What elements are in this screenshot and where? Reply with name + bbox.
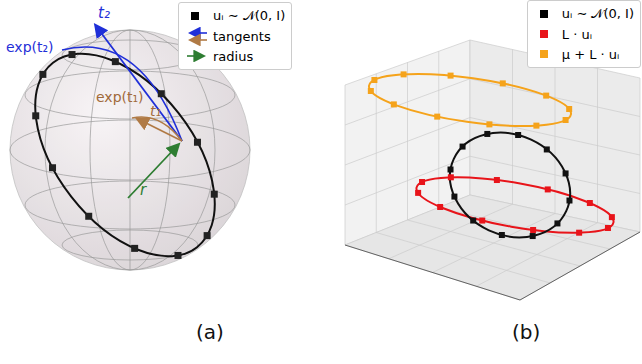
sample-marker xyxy=(576,230,582,236)
sample-marker xyxy=(554,220,560,226)
text-label: r xyxy=(140,183,146,198)
legend-swatch xyxy=(540,50,548,58)
axes-3d xyxy=(345,40,640,300)
legend-sample xyxy=(185,30,207,42)
sample-marker xyxy=(479,218,485,224)
legend-row: uᵢ ∼ 𝒩(0, I) xyxy=(185,6,285,26)
sample-marker xyxy=(211,191,218,198)
legend-swatch xyxy=(540,10,548,18)
sample-marker xyxy=(158,90,165,97)
sample-marker xyxy=(194,139,201,146)
ellipse-black xyxy=(433,113,588,256)
text-label: (a) xyxy=(196,322,224,342)
sample-marker xyxy=(500,80,506,86)
sample-marker xyxy=(69,51,76,58)
sample-marker xyxy=(112,58,119,65)
text-label: exp(t₂) xyxy=(6,40,54,54)
legend-row: μ + L · uᵢ xyxy=(534,44,634,64)
sample-marker xyxy=(39,71,46,78)
ellipse-red xyxy=(413,166,618,244)
sample-marker xyxy=(566,198,572,204)
sample-marker xyxy=(174,252,181,259)
sample-marker xyxy=(460,144,466,150)
legend-text: tangents xyxy=(213,29,271,44)
sample-marker xyxy=(545,186,551,192)
text-label: t₂ xyxy=(98,6,110,21)
sample-marker xyxy=(448,174,454,180)
sample-marker xyxy=(204,232,211,239)
sample-marker xyxy=(49,164,56,171)
sample-marker xyxy=(437,204,443,210)
sample-marker xyxy=(566,106,572,112)
text-label: t₁ xyxy=(150,104,161,118)
exp-curve xyxy=(132,117,182,141)
sample-marker xyxy=(563,117,569,123)
sample-marker xyxy=(371,77,377,83)
sample-marker xyxy=(530,227,536,233)
sample-marker xyxy=(419,179,425,185)
sample-marker xyxy=(131,245,138,252)
sample-marker xyxy=(470,218,476,224)
sample-marker xyxy=(391,101,397,107)
legend-text: uᵢ ∼ 𝒩(0, I) xyxy=(213,8,285,24)
sample-marker xyxy=(368,88,374,94)
sample-marker xyxy=(415,190,421,196)
legend-swatch xyxy=(191,12,199,20)
legend-row: uᵢ ∼ 𝒩(0, I) xyxy=(534,4,634,24)
radius-arrow xyxy=(128,145,178,198)
sample-marker xyxy=(605,225,611,231)
legend: uᵢ ∼ 𝒩(0, I) tangents radius xyxy=(178,2,292,70)
sample-marker xyxy=(486,121,492,127)
sample-marker xyxy=(530,233,536,239)
legend: uᵢ ∼ 𝒩(0, I) L · uᵢ μ + L · uᵢ xyxy=(527,0,641,68)
legend-row: L · uᵢ xyxy=(534,24,634,44)
legend-row: radius xyxy=(185,46,285,66)
legend-text: uᵢ ∼ 𝒩(0, I) xyxy=(562,6,634,22)
exp-curve xyxy=(62,47,182,141)
legend-text: radius xyxy=(213,49,253,64)
sample-marker xyxy=(451,194,457,200)
sample-marker xyxy=(587,200,593,206)
legend-sample xyxy=(185,50,207,62)
sample-marker xyxy=(543,93,549,99)
sample-marker xyxy=(32,112,39,119)
sample-marker xyxy=(434,114,440,120)
legend-arrow xyxy=(187,55,203,57)
legend-arrow xyxy=(191,32,207,34)
sample-marker xyxy=(499,232,505,238)
sample-marker xyxy=(484,131,490,137)
sample-marker xyxy=(448,166,454,172)
sample-marker xyxy=(448,73,454,79)
sample-marker xyxy=(494,177,500,183)
sample-marker xyxy=(85,213,92,220)
tangent-arrow xyxy=(96,26,182,141)
legend-text: L · uᵢ xyxy=(562,27,592,42)
sample-marker xyxy=(533,123,539,129)
sample-marker xyxy=(563,170,569,176)
sample-marker xyxy=(515,132,521,138)
sample-marker xyxy=(544,146,550,152)
legend-arrow xyxy=(191,39,207,41)
sample-marker xyxy=(401,71,407,77)
legend-swatch xyxy=(540,30,548,38)
text-label: exp(t₁) xyxy=(96,90,144,104)
sample-marker xyxy=(609,214,615,220)
text-label: (b) xyxy=(512,322,540,342)
legend-row: tangents xyxy=(185,26,285,46)
legend-text: μ + L · uᵢ xyxy=(562,47,620,62)
ellipse-orange xyxy=(366,64,574,136)
